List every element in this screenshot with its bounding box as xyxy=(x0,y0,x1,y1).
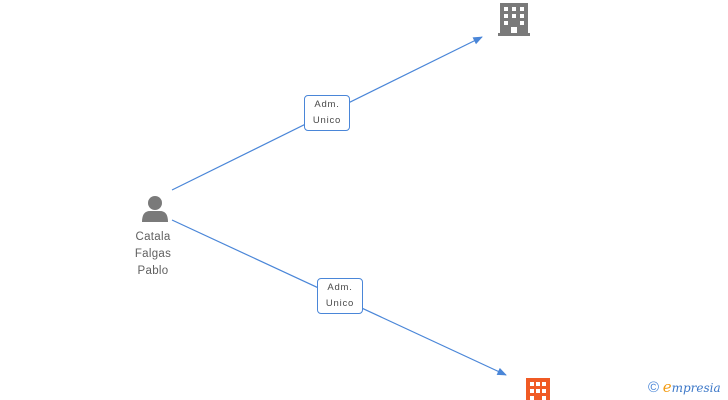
relation-label: Adm. Unico xyxy=(304,95,350,131)
building-icon[interactable] xyxy=(526,378,550,400)
person-name[interactable]: Catala Falgas Pablo xyxy=(120,229,186,280)
person-name-line-1: Catala xyxy=(135,231,171,243)
relation-line-2: Unico xyxy=(312,115,342,126)
person-name-line-2: Falgas xyxy=(134,248,172,260)
person-name-line-3: Pablo xyxy=(137,265,169,277)
brand-rest: mpresia xyxy=(671,381,721,395)
copyright-symbol: © xyxy=(648,379,660,396)
relation-line-2: Unico xyxy=(325,298,355,309)
person-icon[interactable] xyxy=(142,196,168,222)
relation-line-1: Adm. xyxy=(327,282,353,293)
brand-initial: e xyxy=(662,378,672,396)
relation-line-1: Adm. xyxy=(314,99,340,110)
relation-label: Adm. Unico xyxy=(317,278,363,314)
empresia-watermark[interactable]: © empresia xyxy=(648,378,721,396)
building-icon[interactable] xyxy=(498,3,530,36)
